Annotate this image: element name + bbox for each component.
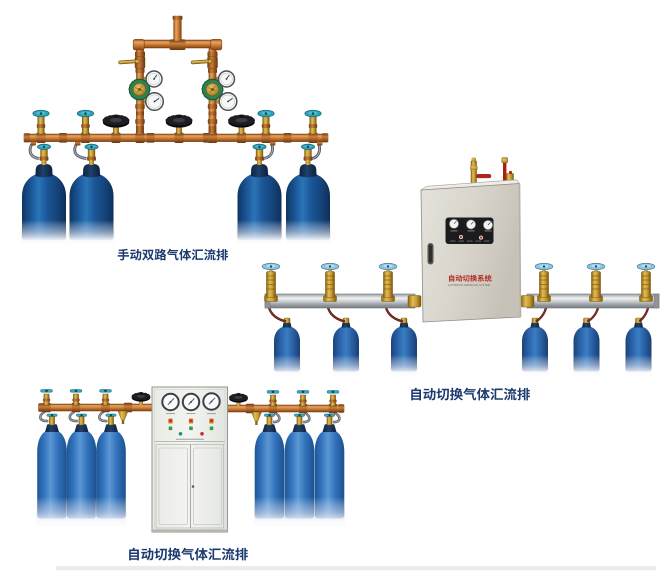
- manifold-pipe-left: [38, 402, 153, 413]
- shutoff-handwheel-black: [228, 392, 248, 406]
- pressure-gauge: [218, 91, 238, 112]
- wall-cabinet: [419, 157, 522, 323]
- gas-cylinder: [95, 423, 127, 530]
- cylinder-valve: [324, 413, 335, 426]
- relief-fitting: [251, 411, 262, 425]
- gas-cylinder: [21, 163, 67, 246]
- station-regulator: [636, 262, 656, 302]
- figure-auto-floor-manifold[interactable]: [36, 386, 346, 533]
- gas-cylinder: [236, 163, 283, 246]
- pressure-gauge: [144, 91, 165, 112]
- valve-handwheel-teal: [304, 109, 322, 118]
- pigtail-hose: [302, 411, 311, 424]
- cylinder-valve: [252, 143, 267, 165]
- shutoff-handwheel-black: [102, 114, 130, 135]
- relief-fitting: [117, 410, 129, 424]
- station-riser-valve: [296, 390, 310, 407]
- gas-cylinder: [254, 423, 285, 530]
- station-regulator: [320, 262, 340, 302]
- pigtail-hose: [68, 410, 79, 423]
- station-riser-valve: [326, 390, 340, 407]
- footer-faint-band: [56, 566, 656, 571]
- cabinet-gauge-panel: [445, 217, 494, 244]
- gas-cylinder: [573, 317, 600, 378]
- header-pipe-assembly: [118, 15, 223, 135]
- cylinder-valve: [37, 143, 51, 165]
- cylinder-valve: [294, 413, 305, 426]
- gas-cylinder: [285, 163, 331, 246]
- station-riser-valve: [40, 389, 53, 406]
- cylinder-valve: [264, 413, 275, 426]
- cylinder-valve: [46, 413, 58, 426]
- gas-cylinder: [332, 317, 360, 378]
- gas-cylinder: [390, 317, 418, 378]
- cylinder-valve: [84, 143, 99, 165]
- pressure-gauge: [145, 70, 163, 88]
- product-label-auto-wall-text: 自动切换气体汇流排: [409, 387, 530, 402]
- shutoff-handwheel-black: [165, 114, 193, 135]
- gas-cylinder: [273, 317, 301, 378]
- valve-handwheel-teal: [257, 109, 275, 118]
- lever-valve: [118, 59, 140, 65]
- gas-cylinder: [314, 423, 345, 530]
- pressure-gauge: [217, 70, 236, 88]
- cylinder-valve: [301, 143, 315, 165]
- pressure-regulator: [128, 78, 151, 101]
- gas-cylinder: [521, 317, 549, 378]
- pigtail-hose: [332, 411, 341, 424]
- gas-cylinder: [625, 317, 652, 378]
- cabinet-title-bound-text: 自动切换系统: [446, 273, 493, 283]
- pigtail-hose: [98, 410, 108, 423]
- station-riser-valve: [266, 390, 280, 407]
- door-handle: [191, 485, 195, 488]
- station-riser-valve: [69, 389, 83, 406]
- shutoff-handwheel-black: [228, 114, 255, 135]
- product-label-auto-floor-text: 自动切换气体汇流排: [127, 547, 248, 562]
- valve-handwheel-teal: [76, 109, 95, 118]
- valve-handwheel-teal: [84, 143, 99, 150]
- pressure-regulator: [201, 78, 224, 101]
- valve-handwheel-teal: [252, 143, 267, 150]
- station-riser-valve: [257, 109, 275, 135]
- manifold-pipe-right: [227, 403, 345, 414]
- figure-auto-wall-manifold[interactable]: [261, 157, 660, 379]
- figure-manual-dual-manifold[interactable]: [21, 15, 331, 246]
- floor-cabinet: [151, 386, 228, 533]
- pigtail-hose: [272, 411, 281, 424]
- product-label-manual-dual-text: 手动双路气体汇流排: [117, 247, 228, 262]
- shutoff-handwheel-black: [131, 391, 151, 405]
- station-riser-valve: [76, 109, 95, 135]
- cabinet-top-valves: [470, 157, 514, 191]
- station-regulator: [378, 262, 398, 302]
- gas-cylinder: [66, 423, 97, 530]
- lever-valve: [190, 59, 213, 65]
- pigtail-hose: [39, 410, 49, 423]
- station-regulator: [261, 262, 281, 302]
- station-regulator: [534, 262, 554, 302]
- cabinet-front-face: [420, 183, 521, 323]
- gas-cylinder: [68, 163, 115, 246]
- station-riser-valve: [304, 109, 322, 135]
- valve-handwheel-teal: [301, 143, 315, 150]
- valve-handwheel-teal: [32, 109, 50, 118]
- gas-cylinder: [284, 423, 315, 530]
- gas-cylinder: [36, 423, 68, 530]
- valve-handwheel-teal: [37, 143, 51, 150]
- station-regulator: [586, 262, 606, 302]
- station-riser-valve: [32, 109, 50, 135]
- manifold-pipe: [23, 132, 329, 146]
- cylinder-valve: [105, 413, 117, 426]
- cylinder-valve: [76, 413, 87, 426]
- station-riser-valve: [99, 389, 112, 406]
- cabinet-subtitle-bound-text: AUTOMATIC MANIFOLD SYSTEM: [448, 284, 490, 287]
